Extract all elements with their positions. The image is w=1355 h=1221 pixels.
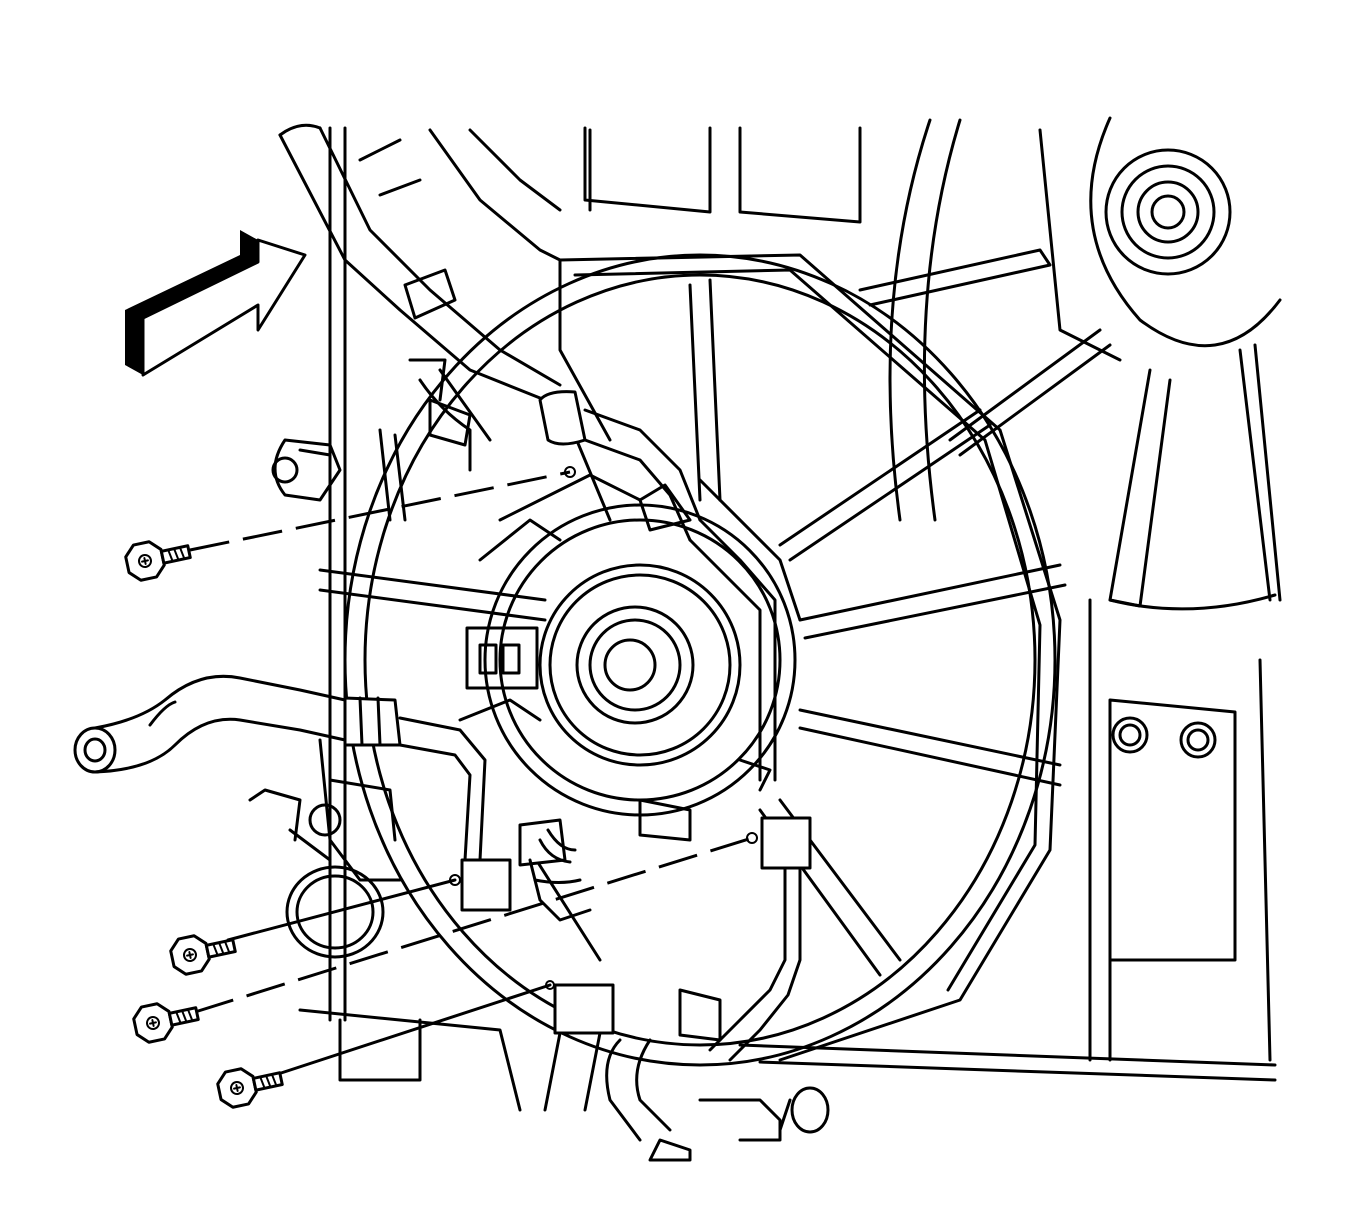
front-direction-arrow-icon [125,230,307,377]
upper-hose [278,123,777,782]
bolt-icon [169,934,237,976]
radiator-shroud [328,126,1277,1082]
bolt-icon [216,1067,284,1109]
left-connector [271,428,407,522]
fan-spokes [528,278,1067,977]
secondary-fan [858,116,1282,611]
lower-components [298,816,830,1162]
fastener-leaders [189,466,758,1077]
main-fan-shroud [318,253,1062,1067]
bolt-icon [132,1002,200,1044]
bolt-icon [124,540,192,582]
fan-motor-hub [465,473,802,842]
pump-assembly [248,778,397,959]
lower-hose [73,674,542,882]
